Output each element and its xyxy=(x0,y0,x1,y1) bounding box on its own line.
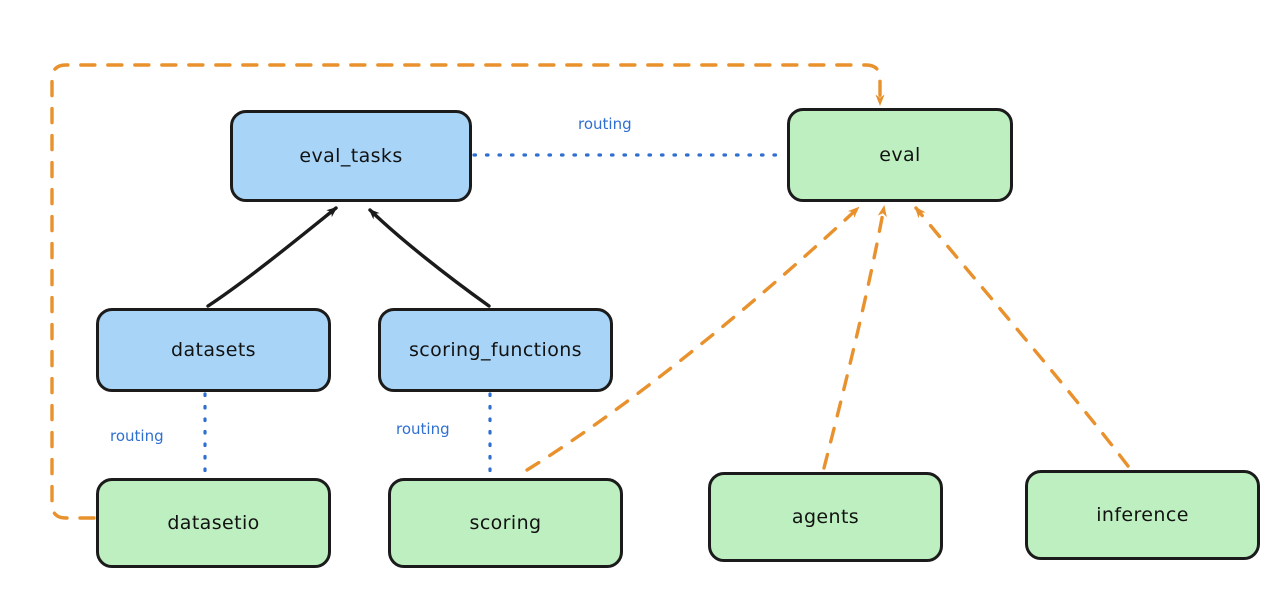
node-eval[interactable]: eval xyxy=(787,108,1013,202)
edge-label-routing-datasets: routing xyxy=(110,427,164,445)
edge-agents-to-eval xyxy=(822,205,887,470)
node-scoring-functions[interactable]: scoring_functions xyxy=(378,308,613,392)
node-scoring-label: scoring xyxy=(469,512,542,534)
node-agents-label: agents xyxy=(791,506,860,528)
node-datasets[interactable]: datasets xyxy=(96,308,331,392)
node-inference-label: inference xyxy=(1096,504,1189,526)
edge-datasetio-to-eval xyxy=(50,63,885,520)
edge-inference-to-eval xyxy=(914,206,1130,468)
node-datasetio-label: datasetio xyxy=(167,512,260,534)
node-eval-label: eval xyxy=(879,144,921,166)
edge-label-routing-scoring-functions: routing xyxy=(396,420,450,438)
node-agents[interactable]: agents xyxy=(708,472,943,562)
node-scoring[interactable]: scoring xyxy=(388,478,623,568)
node-datasets-label: datasets xyxy=(171,339,256,361)
node-eval-tasks-label: eval_tasks xyxy=(299,145,403,167)
edge-datasets-to-eval-tasks xyxy=(206,206,338,308)
edge-scoring-to-eval xyxy=(525,206,860,472)
node-eval-tasks[interactable]: eval_tasks xyxy=(230,110,472,202)
node-datasetio[interactable]: datasetio xyxy=(96,478,331,568)
edge-label-routing-eval: routing xyxy=(578,115,632,133)
edge-scoring-functions-to-eval-tasks xyxy=(368,208,491,308)
node-scoring-functions-label: scoring_functions xyxy=(409,339,582,361)
node-inference[interactable]: inference xyxy=(1025,470,1260,560)
